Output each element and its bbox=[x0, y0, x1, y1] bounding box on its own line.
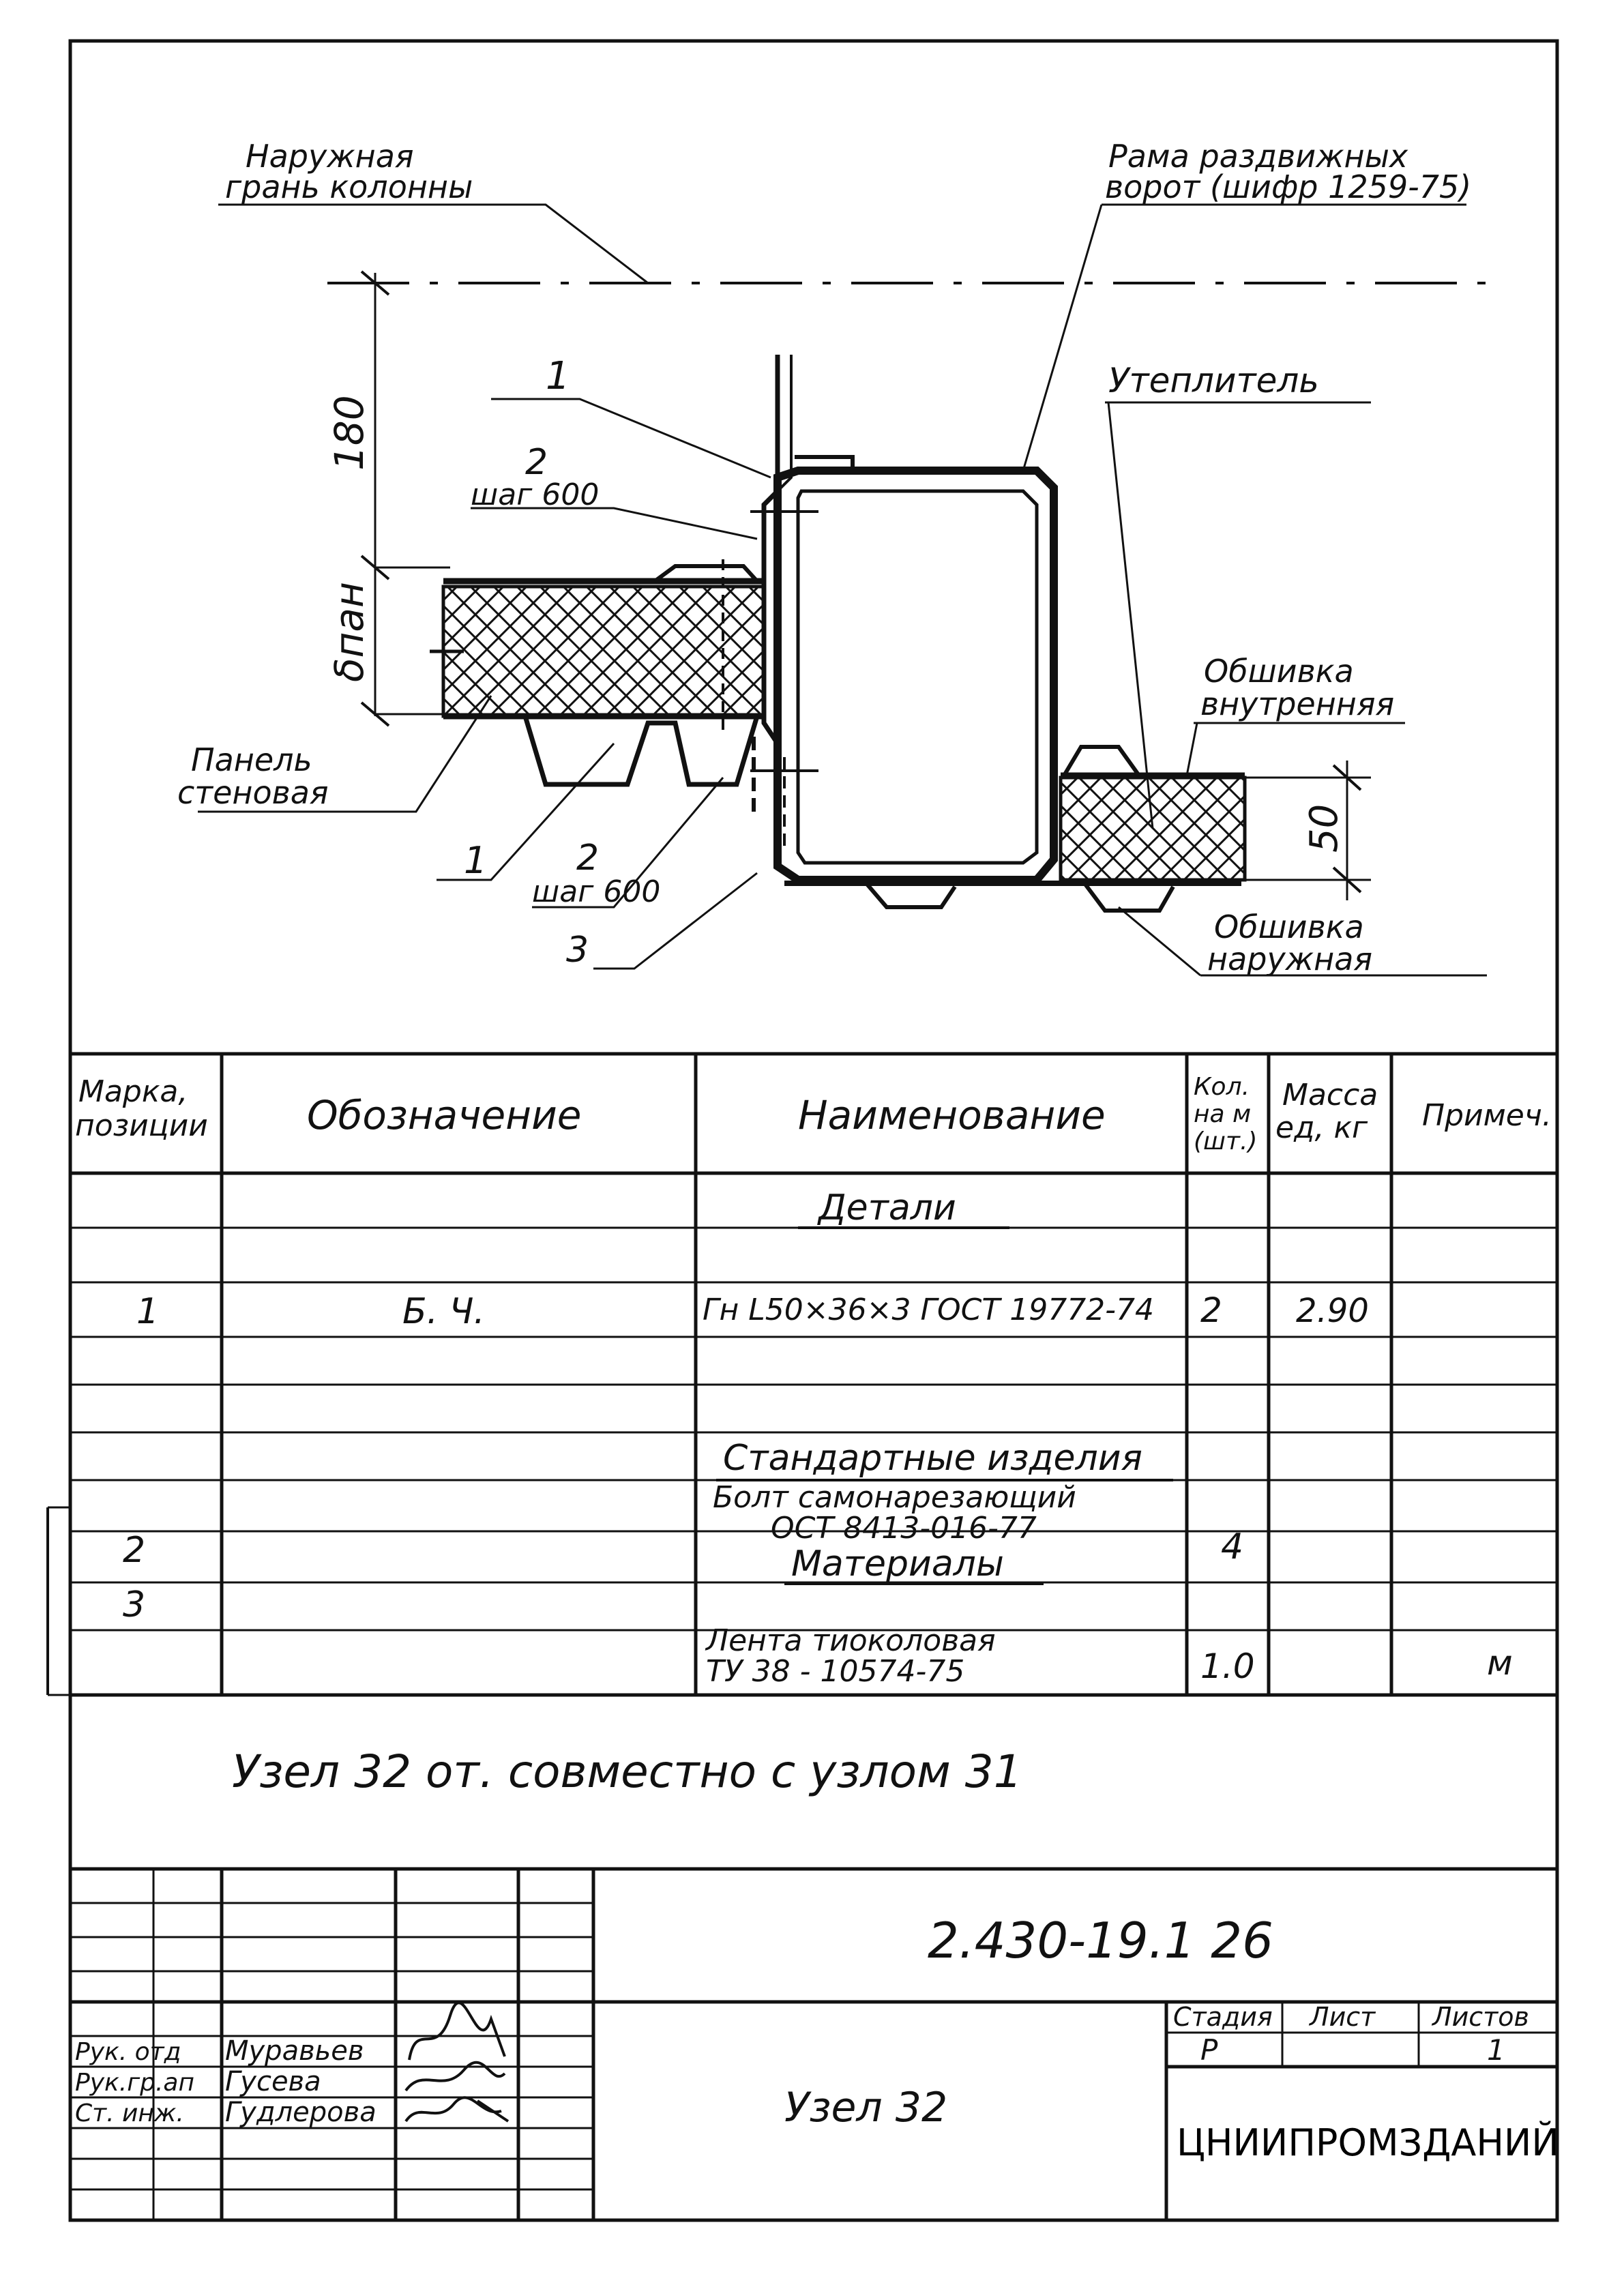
row-1-mark: 1 bbox=[136, 1291, 159, 1332]
row-3-qty: 1.0 bbox=[1200, 1647, 1255, 1686]
row-1-qty: 2 bbox=[1200, 1290, 1222, 1330]
drawing-title: Узел 32 bbox=[784, 2084, 947, 2131]
row-3-note: м bbox=[1487, 1643, 1513, 1683]
dim-180: 180 bbox=[326, 395, 372, 471]
stage-label: Стадия bbox=[1173, 2002, 1273, 2032]
callout-pitch-top: шаг 600 bbox=[471, 477, 599, 512]
doc-code: 2.430-19.1 26 bbox=[928, 1912, 1273, 1969]
row-1-name: Гн L50×36×3 ГОСТ 19772-74 bbox=[703, 1293, 1154, 1327]
row-2-name: Болт самонарезающий ОСТ 8413-016-77 bbox=[713, 1480, 1086, 1546]
row-2-mark: 2 bbox=[123, 1530, 145, 1571]
callout-wall-panel: Панель стеновая bbox=[177, 741, 329, 811]
role-1: Рук. отд bbox=[75, 2038, 181, 2066]
callout-outer-face: Наружная грань колонны bbox=[225, 138, 473, 205]
callout-inner-cladding: Обшивка внутренняя bbox=[1200, 653, 1394, 722]
person-3: Гудлерова bbox=[225, 2097, 377, 2128]
spec-table: Марка, позиции Обозначение Наименование … bbox=[70, 1052, 1557, 1697]
assembly-note: Узел 32 от. совместно с узлом 31 bbox=[232, 1745, 1022, 1798]
header-mark: Марка, позиции bbox=[75, 1074, 208, 1143]
callout-pos-3: 3 bbox=[566, 930, 589, 971]
header-name: Наименование bbox=[798, 1092, 1106, 1138]
callout-pos-2-bottom: 2 bbox=[576, 838, 599, 879]
callout-gate-frame: Рама раздвижных ворот (шифр 1259-75) bbox=[1105, 138, 1471, 205]
signatures bbox=[404, 2001, 510, 2123]
sheets-label: Листов bbox=[1431, 2002, 1529, 2032]
callout-outer-cladding: Обшивка наружная bbox=[1207, 909, 1374, 977]
callout-pos-1-top: 1 bbox=[546, 354, 570, 398]
stage-value: Р bbox=[1200, 2033, 1218, 2067]
callout-pos-1-bottom: 1 bbox=[464, 839, 487, 882]
row-3-mark: 3 bbox=[123, 1584, 145, 1625]
sheet-label: Лист bbox=[1308, 2002, 1376, 2032]
callout-insulation: Утеплитель bbox=[1108, 361, 1319, 400]
callout-pitch-bottom: шаг 600 bbox=[532, 874, 660, 909]
person-1: Муравьев bbox=[225, 2035, 364, 2067]
sheet-frame bbox=[46, 39, 1559, 2222]
row-1-designation: Б. Ч. bbox=[402, 1291, 485, 1332]
header-qty: Кол. на м (шт.) bbox=[1194, 1073, 1259, 1155]
section-detail: 180 δпан 50 bbox=[177, 138, 1501, 977]
dim-50: 50 bbox=[1302, 804, 1346, 853]
person-2: Гусева bbox=[225, 2066, 321, 2097]
role-3: Ст. инж. bbox=[75, 2099, 184, 2127]
section-standard: Стандартные изделия bbox=[723, 1438, 1142, 1479]
sheets-value: 1 bbox=[1487, 2033, 1505, 2067]
wall-panel-insulation bbox=[441, 585, 766, 718]
header-designation: Обозначение bbox=[307, 1092, 581, 1138]
section-details: Детали bbox=[817, 1187, 956, 1228]
gate-frame-box bbox=[773, 467, 1058, 884]
role-2: Рук.гр.ап bbox=[75, 2069, 194, 2097]
row-2-qty: 4 bbox=[1221, 1526, 1243, 1567]
callout-pos-2-top: 2 bbox=[525, 442, 548, 483]
organization: ЦНИИПРОМЗДАНИЙ bbox=[1177, 2121, 1559, 2164]
row-3-name: Лента тиоколовая ТУ 38 - 10574-75 bbox=[705, 1623, 1005, 1689]
row-1-mass: 2.90 bbox=[1296, 1292, 1369, 1330]
header-mass: Масса ед, кг bbox=[1275, 1078, 1387, 1145]
header-note: Примеч. bbox=[1422, 1098, 1552, 1133]
dim-panel-thickness: δпан bbox=[326, 582, 372, 682]
section-materials: Материалы bbox=[791, 1544, 1004, 1584]
title-block: 2.430-19.1 26 Узел 32 Стадия Лист Листов… bbox=[70, 1867, 1559, 2220]
